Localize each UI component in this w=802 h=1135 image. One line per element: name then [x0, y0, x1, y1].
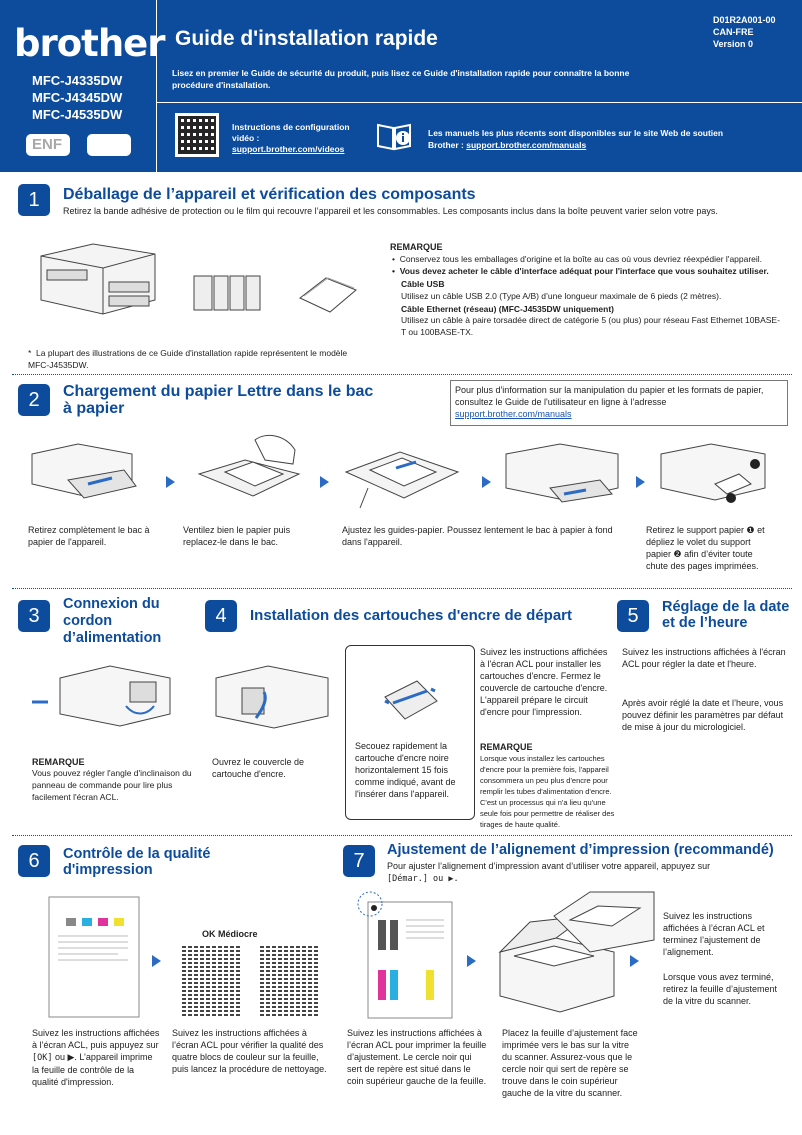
cartridge-shake-illustration: [384, 680, 438, 720]
step-number-3: 3: [18, 600, 50, 632]
fan-paper-illustration: [197, 434, 301, 497]
power-cord-illustration: [32, 665, 171, 727]
nozzle-pattern-illustration: [180, 944, 320, 1016]
tray-insert-illustration: [505, 443, 619, 503]
step-number-2: 2: [18, 384, 50, 416]
usb-cable-title: Câble USB: [401, 279, 445, 289]
step-2-caption-3: Ajustez les guides-papier. Poussez lente…: [342, 525, 613, 547]
section-divider: [12, 835, 792, 836]
step-number-1: 1: [18, 184, 50, 216]
alignment-sheet: [357, 891, 453, 1019]
step-2-title: Chargement du papier Lettre dans le bac …: [63, 383, 374, 417]
quality-check-sheet: [48, 896, 140, 1018]
step-1-title: Déballage de l’appareil et vérification …: [63, 186, 476, 203]
step-4-note-title: REMARQUE: [480, 742, 533, 752]
step-7-title: Ajustement de l’alignement d’impression …: [387, 842, 774, 858]
page-title: Guide d'installation rapide: [175, 27, 438, 50]
manual-book-icon: [377, 123, 411, 151]
arrow-icon: [630, 955, 639, 967]
step-3-title: Connexion du cordon d’alimentation: [63, 596, 162, 646]
header-divider: [156, 0, 157, 172]
arrow-icon: [467, 955, 476, 967]
ink-cartridges-illustration: [193, 275, 261, 311]
usb-cable-text: Utilisez un câble USB 2.0 (Type A/B) d’u…: [401, 291, 722, 301]
header-divider: [156, 102, 802, 103]
step-number-5: 5: [617, 600, 649, 632]
step-7-caption-3b: Lorsque vous avez terminé, retirez la fe…: [663, 972, 778, 1006]
step-2-caption-4: Retirez le support papier ❶ et dépliez l…: [646, 525, 765, 571]
step-2-caption-2: Ventilez bien le papier puis replacez-le…: [183, 525, 291, 547]
paper-support-illustration: [660, 443, 766, 503]
step-7-subtitle: Pour ajuster l’alignement d’impression a…: [387, 861, 711, 884]
ethernet-cable-title: Câble Ethernet (réseau) (MFC-J4535DW uni…: [401, 304, 615, 314]
step-4-note-text: Lorsque vous installez les cartouches d'…: [480, 754, 615, 829]
step-7-caption-1: Suivez les instructions affichées à l’éc…: [347, 1028, 487, 1086]
ok-mediocre-label: OK Médiocre: [202, 929, 258, 939]
footnote: La plupart des illustrations de ce Guide…: [28, 348, 348, 370]
paper-info-box: Pour plus d'information sur la manipulat…: [450, 380, 788, 426]
cartridge-shake-box: Secouez rapidement la cartouche d'encre …: [345, 645, 475, 820]
language-badge: ENF: [26, 134, 70, 156]
step-7-caption-3a: Suivez les instructions affichées à l’éc…: [663, 911, 765, 957]
section-divider: [12, 374, 792, 375]
step-4-open-cover: Ouvrez le couvercle de cartouche d'encre…: [212, 757, 305, 779]
manuals-link[interactable]: support.brother.com/manuals: [466, 140, 587, 150]
arrow-icon: [636, 476, 645, 488]
documents-illustration: [299, 277, 357, 313]
video-link[interactable]: support.brother.com/videos: [232, 144, 345, 154]
step-5-text-2: Après avoir réglé la date et l’heure, vo…: [622, 698, 784, 732]
arrow-icon: [320, 476, 329, 488]
step-4-shake-text: Secouez rapidement la cartouche d'encre …: [355, 741, 456, 799]
remove-sheet-illustration: [553, 891, 655, 953]
step-3-note-title: REMARQUE: [32, 757, 85, 767]
paper-guides-illustration: [344, 451, 460, 509]
step-2-caption-1: Retirez complètement le bac à papier de …: [28, 525, 150, 547]
step-number-4: 4: [205, 600, 237, 632]
step-number-7: 7: [343, 845, 375, 877]
qr-code-icon[interactable]: [175, 113, 219, 157]
step-3-note-text: Vous pouvez régler l'angle d'inclinaison…: [32, 768, 192, 802]
step-6-title: Contrôle de la qualité d'impression: [63, 846, 211, 878]
step-4-title: Installation des cartouches d'encre de d…: [250, 607, 572, 624]
ink-cover-illustration: [215, 665, 329, 729]
header-banner: brother MFC-J4335DW MFC-J4345DW MFC-J453…: [0, 0, 802, 172]
brother-logo: brother: [14, 22, 166, 65]
intro-text: Lisez en premier le Guide de sécurité du…: [172, 68, 630, 90]
model-list: MFC-J4335DW MFC-J4345DW MFC-J4535DW: [32, 73, 123, 122]
step-6-caption-1: Suivez les instructions affichées à l’éc…: [32, 1028, 160, 1087]
step-1-note-title: REMARQUE: [390, 242, 443, 252]
step-1-note-1: Conservez tous les emballages d'origine …: [399, 254, 763, 264]
step-7-caption-2: Placez la feuille d’ajustement face impr…: [502, 1028, 638, 1098]
section-divider: [12, 588, 792, 589]
user-guide-link[interactable]: support.brother.com/manuals: [455, 409, 572, 419]
language-badge-blank: [87, 134, 131, 156]
printer-illustration: [40, 243, 156, 315]
step-4-follow-text: Suivez les instructions affichées à l'éc…: [480, 647, 608, 717]
tray-removal-illustration: [31, 443, 137, 499]
step-number-6: 6: [18, 845, 50, 877]
step-5-title: Réglage de la date et de l’heure: [662, 599, 790, 631]
video-instructions: Instructions de configuration vidéo : su…: [232, 122, 350, 154]
ethernet-cable-text: Utilisez un câble à paire torsadée direc…: [401, 315, 780, 337]
document-id: D01R2A001-00 CAN-FRE Version 0: [713, 15, 776, 49]
manuals-info: Les manuels les plus récents sont dispon…: [428, 128, 724, 150]
arrow-icon: [166, 476, 175, 488]
arrow-icon: [152, 955, 161, 967]
step-6-caption-2: Suivez les instructions affichées à l’éc…: [172, 1028, 327, 1074]
step-1-subtitle: Retirez la bande adhésive de protection …: [63, 206, 718, 216]
step-1-note-2: Vous devez acheter le câble d'interface …: [399, 266, 769, 276]
step-5-text-1: Suivez les instructions affichées à l'éc…: [622, 647, 786, 669]
arrow-icon: [482, 476, 491, 488]
